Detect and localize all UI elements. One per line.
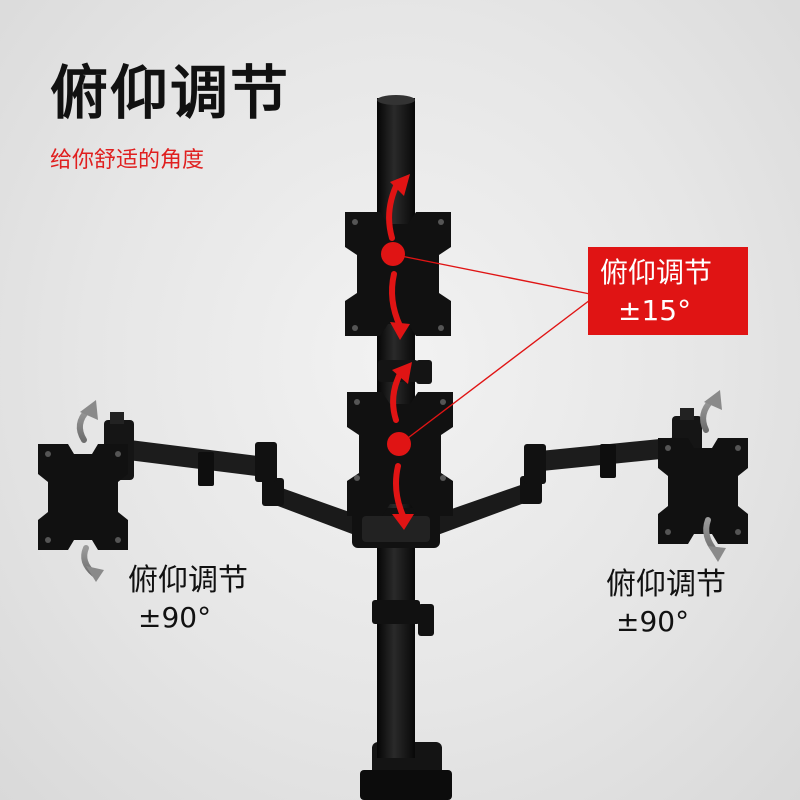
vesa-plate-top	[345, 212, 451, 336]
page-title: 俯仰调节	[50, 59, 291, 127]
tilt-badge: 俯仰调节 ±15°	[588, 247, 748, 335]
red-arrowheads	[390, 174, 414, 530]
right-caption-angle: ±90°	[616, 605, 690, 638]
right-tilt-caption: 俯仰调节 ±90°	[606, 570, 726, 636]
left-arm	[104, 412, 372, 540]
pivot-dot-icon	[381, 242, 405, 266]
badge-angle: ±15°	[618, 294, 692, 327]
badge-leader-lines	[395, 254, 591, 445]
pivot-dot-icon	[387, 432, 411, 456]
page-subtitle: 给你舒适的角度	[50, 148, 205, 173]
left-caption-label: 俯仰调节	[128, 563, 248, 598]
arm-hub	[352, 508, 440, 548]
left-tilt-caption: 俯仰调节 ±90°	[128, 566, 248, 632]
vesa-plate-right	[658, 438, 748, 544]
left-caption-angle: ±90°	[138, 601, 212, 634]
gray-arrowheads	[80, 390, 726, 582]
badge-label: 俯仰调节	[600, 256, 713, 289]
right-caption-label: 俯仰调节	[606, 567, 726, 602]
vesa-plate-left	[38, 444, 128, 550]
